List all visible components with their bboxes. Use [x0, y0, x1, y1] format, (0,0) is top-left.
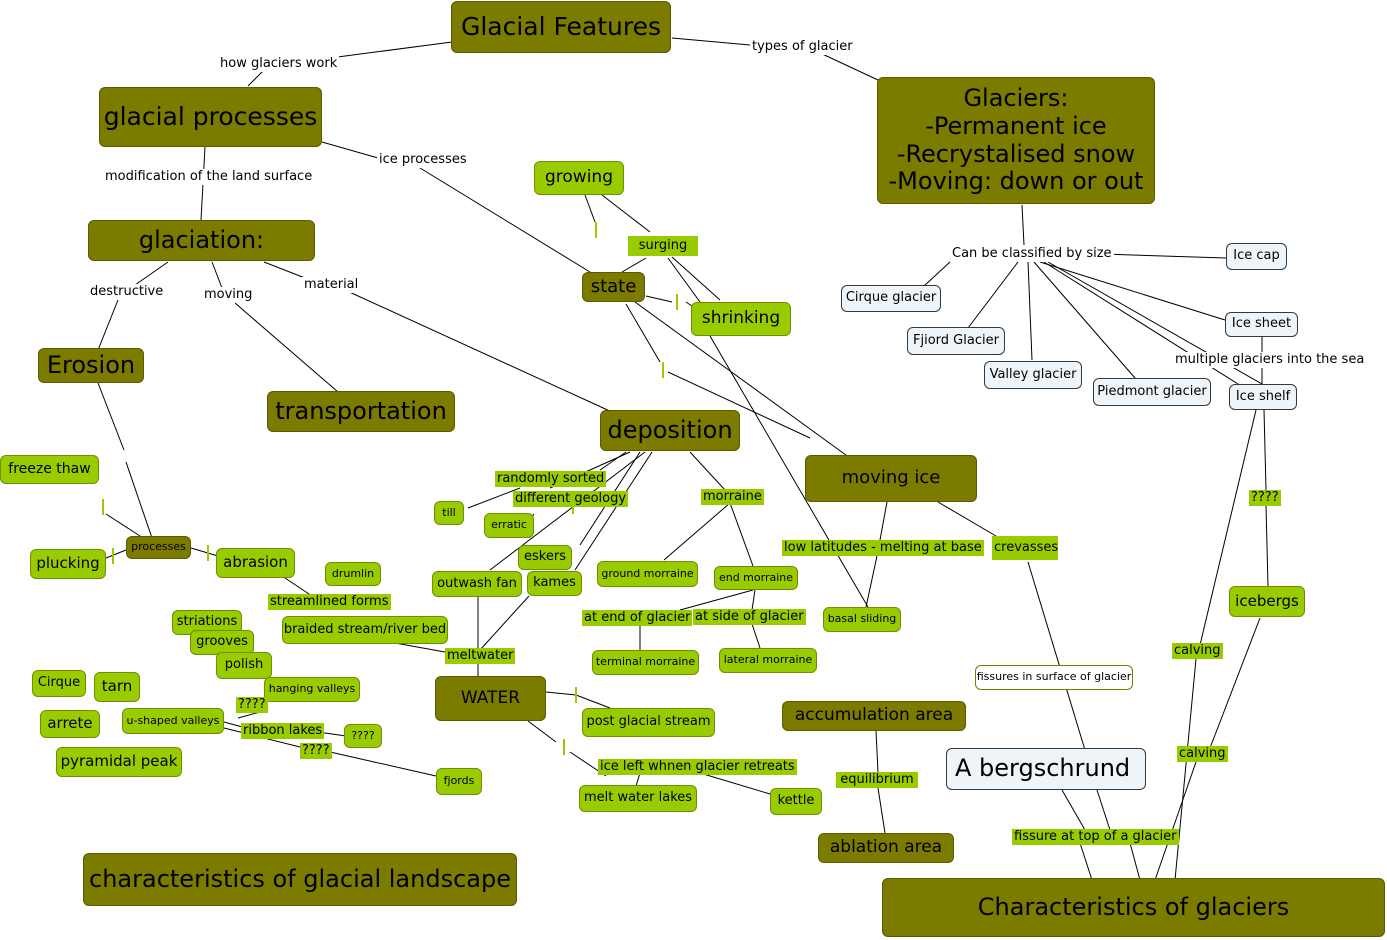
- till-node[interactable]: till: [434, 501, 464, 525]
- tarn-node[interactable]: tarn: [94, 672, 140, 702]
- question-node[interactable]: ????: [344, 724, 382, 748]
- accumulation-area-node[interactable]: accumulation area: [782, 701, 966, 731]
- link-marker: [676, 294, 678, 310]
- label-morraine: morraine: [701, 489, 764, 505]
- label-ice-left: ice left whnen glacier retreats: [598, 759, 797, 775]
- ice-cap-node[interactable]: Ice cap: [1226, 243, 1287, 270]
- hanging-valleys-node[interactable]: hanging valleys: [264, 677, 360, 702]
- state-node[interactable]: state: [582, 272, 645, 302]
- label-ribbon-lakes: ribbon lakes: [241, 723, 325, 739]
- post-glacial-stream-node[interactable]: post glacial stream: [582, 708, 715, 737]
- shrinking-node[interactable]: shrinking: [691, 302, 791, 336]
- fissures-node[interactable]: fissures in surface of glacier: [975, 665, 1133, 690]
- label-surging: surging: [628, 236, 698, 256]
- basal-sliding-node[interactable]: basal sliding: [823, 607, 901, 632]
- label-at-side-of-glacier: at side of glacier: [693, 609, 806, 625]
- label-at-end-of-glacier: at end of glacier: [582, 610, 693, 626]
- label-classified-by-size: Can be classified by size: [950, 246, 1114, 262]
- label-calving-1: calving: [1172, 643, 1223, 659]
- glacial-processes-node[interactable]: glacial processes: [99, 87, 322, 147]
- ground-moraine-node[interactable]: ground morraine: [597, 561, 698, 587]
- link-marker: [112, 548, 114, 564]
- icebergs-node[interactable]: icebergs: [1229, 586, 1305, 617]
- label-question-ribbon-bottom: ????: [300, 743, 332, 759]
- freeze-thaw-node[interactable]: freeze thaw: [0, 455, 99, 484]
- label-streamlined-forms: streamlined forms: [268, 594, 391, 610]
- fjords-node[interactable]: fjords: [436, 768, 482, 795]
- u-shaped-valleys-node[interactable]: u-shaped valleys: [122, 708, 224, 734]
- link-marker: [595, 222, 597, 238]
- label-meltwater: meltwater: [445, 648, 516, 664]
- braided-stream-node[interactable]: braided stream/river bed: [282, 616, 448, 644]
- ablation-area-node[interactable]: ablation area: [818, 833, 954, 863]
- label-types-of-glacier: types of glacier: [750, 39, 855, 55]
- label-low-latitudes: low latitudes - melting at base: [782, 540, 984, 556]
- processes-node[interactable]: processes: [126, 536, 191, 559]
- label-equilibrium: equilibrium: [836, 772, 918, 788]
- characteristics-glacial-landscape-node[interactable]: characteristics of glacial landscape: [83, 853, 517, 906]
- label-modification: modification of the land surface: [103, 169, 315, 185]
- transportation-node[interactable]: transportation: [267, 391, 455, 432]
- outwash-fan-node[interactable]: outwash fan: [432, 571, 522, 597]
- abrasion-node[interactable]: abrasion: [216, 548, 295, 578]
- polish-node[interactable]: polish: [216, 652, 272, 679]
- kames-node[interactable]: kames: [527, 571, 582, 596]
- label-material: material: [302, 277, 361, 293]
- cirque-node[interactable]: Cirque: [32, 670, 86, 697]
- erosion-node[interactable]: Erosion: [38, 348, 144, 383]
- label-calving-2: calving: [1177, 746, 1228, 762]
- label-ice-processes: ice processes: [377, 152, 469, 168]
- end-moraine-node[interactable]: end morraine: [714, 566, 798, 590]
- glaciers-definition-node[interactable]: Glaciers: -Permanent ice -Recrystalised …: [877, 77, 1155, 204]
- glaciation-node[interactable]: glaciation:: [88, 220, 315, 261]
- link-marker: [207, 545, 209, 561]
- fjiord-glacier-node[interactable]: Fjiord Glacier: [907, 327, 1005, 355]
- label-question-ice-shelf: ????: [1249, 490, 1281, 506]
- glacial-features-node[interactable]: Glacial Features: [451, 1, 671, 53]
- cirque-glacier-node[interactable]: Cirque glacier: [841, 285, 941, 312]
- characteristics-of-glaciers-node[interactable]: Characteristics of glaciers: [882, 878, 1385, 937]
- pyramidal-peak-node[interactable]: pyramidal peak: [56, 747, 182, 777]
- ice-sheet-node[interactable]: Ice sheet: [1225, 312, 1298, 337]
- lateral-moraine-node[interactable]: lateral morraine: [719, 648, 817, 673]
- deposition-node[interactable]: deposition: [600, 410, 740, 451]
- crevasses-node[interactable]: crevasses: [992, 536, 1058, 560]
- label-different-geology: different geology: [513, 491, 629, 507]
- link-marker: [662, 362, 664, 378]
- moving-ice-node[interactable]: moving ice: [805, 455, 977, 502]
- link-marker: [575, 687, 577, 703]
- label-randomly-sorted: randomly sorted: [495, 471, 607, 487]
- label-multiple-glaciers: multiple glaciers into the sea: [1173, 352, 1367, 368]
- growing-node[interactable]: growing: [534, 161, 624, 195]
- label-how-glaciers-work: how glaciers work: [218, 56, 340, 72]
- melt-water-lakes-node[interactable]: melt water lakes: [579, 785, 697, 812]
- label-destructive: destructive: [88, 284, 166, 300]
- label-moving: moving: [202, 287, 255, 303]
- water-node[interactable]: WATER: [435, 676, 546, 721]
- eskers-node[interactable]: eskers: [518, 545, 572, 570]
- label-question-ribbon-top: ????: [236, 697, 268, 713]
- link-marker: [563, 739, 565, 755]
- link-marker: [102, 499, 104, 515]
- arrete-node[interactable]: arrete: [40, 710, 100, 738]
- label-fissure-top: fissure at top of a glacier: [1012, 829, 1179, 845]
- piedmont-glacier-node[interactable]: Piedmont glacier: [1093, 378, 1211, 406]
- grooves-node[interactable]: grooves: [190, 630, 254, 655]
- kettle-node[interactable]: kettle: [770, 788, 822, 815]
- ice-shelf-node[interactable]: Ice shelf: [1229, 384, 1297, 410]
- erratic-node[interactable]: erratic: [484, 513, 534, 538]
- drumlin-node[interactable]: drumlin: [325, 562, 381, 586]
- terminal-moraine-node[interactable]: terminal morraine: [592, 650, 699, 675]
- valley-glacier-node[interactable]: Valley glacier: [984, 361, 1082, 389]
- bergschrund-node[interactable]: A bergschrund: [946, 748, 1146, 790]
- plucking-node[interactable]: plucking: [30, 549, 106, 579]
